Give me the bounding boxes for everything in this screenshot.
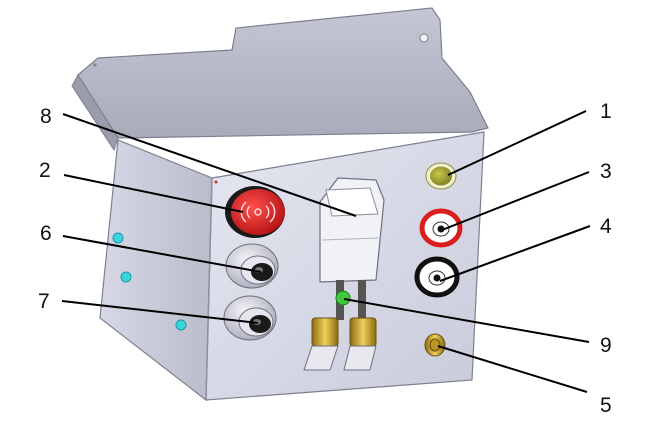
leader-line-8 [62, 113, 357, 217]
emergency-stop-button [225, 186, 285, 238]
leader-line-6 [62, 235, 262, 273]
hose-fitting-left [303, 317, 339, 371]
pump-status-led [335, 290, 351, 306]
leader-line-9 [343, 298, 590, 343]
cable-gland-upper [225, 243, 279, 289]
callout-labels: 1 2 3 4 5 6 7 8 9 [38, 100, 612, 417]
leader-line-3 [441, 171, 590, 231]
callout-2: 2 [39, 159, 51, 182]
leader-line-5 [437, 345, 588, 393]
pump-head [319, 177, 385, 320]
callout-7: 7 [38, 290, 50, 313]
leader-line-4 [439, 225, 591, 282]
red-socket [419, 208, 463, 248]
callout-1: 1 [600, 100, 612, 123]
indicator-led-cyan-3 [175, 319, 187, 331]
callout-9: 9 [600, 334, 612, 357]
hose-fitting-right [343, 317, 377, 371]
enclosure-side-panel [99, 139, 213, 402]
callout-8: 8 [40, 105, 52, 128]
indicator-led-cyan-1 [112, 232, 124, 244]
brass-connector [424, 333, 446, 357]
black-socket [414, 256, 460, 298]
callout-5: 5 [600, 394, 612, 417]
leader-lines [61, 110, 591, 393]
leader-line-1 [447, 110, 587, 176]
cable-gland-lower [223, 295, 277, 341]
callout-3: 3 [600, 160, 612, 183]
indicator-led-cyan-2 [120, 271, 132, 283]
enclosure-lid [71, 7, 489, 152]
callout-6: 6 [40, 222, 52, 245]
leader-line-7 [61, 300, 259, 324]
indicator-lamp [425, 162, 457, 190]
leader-line-2 [63, 174, 244, 213]
callout-4: 4 [600, 215, 612, 238]
